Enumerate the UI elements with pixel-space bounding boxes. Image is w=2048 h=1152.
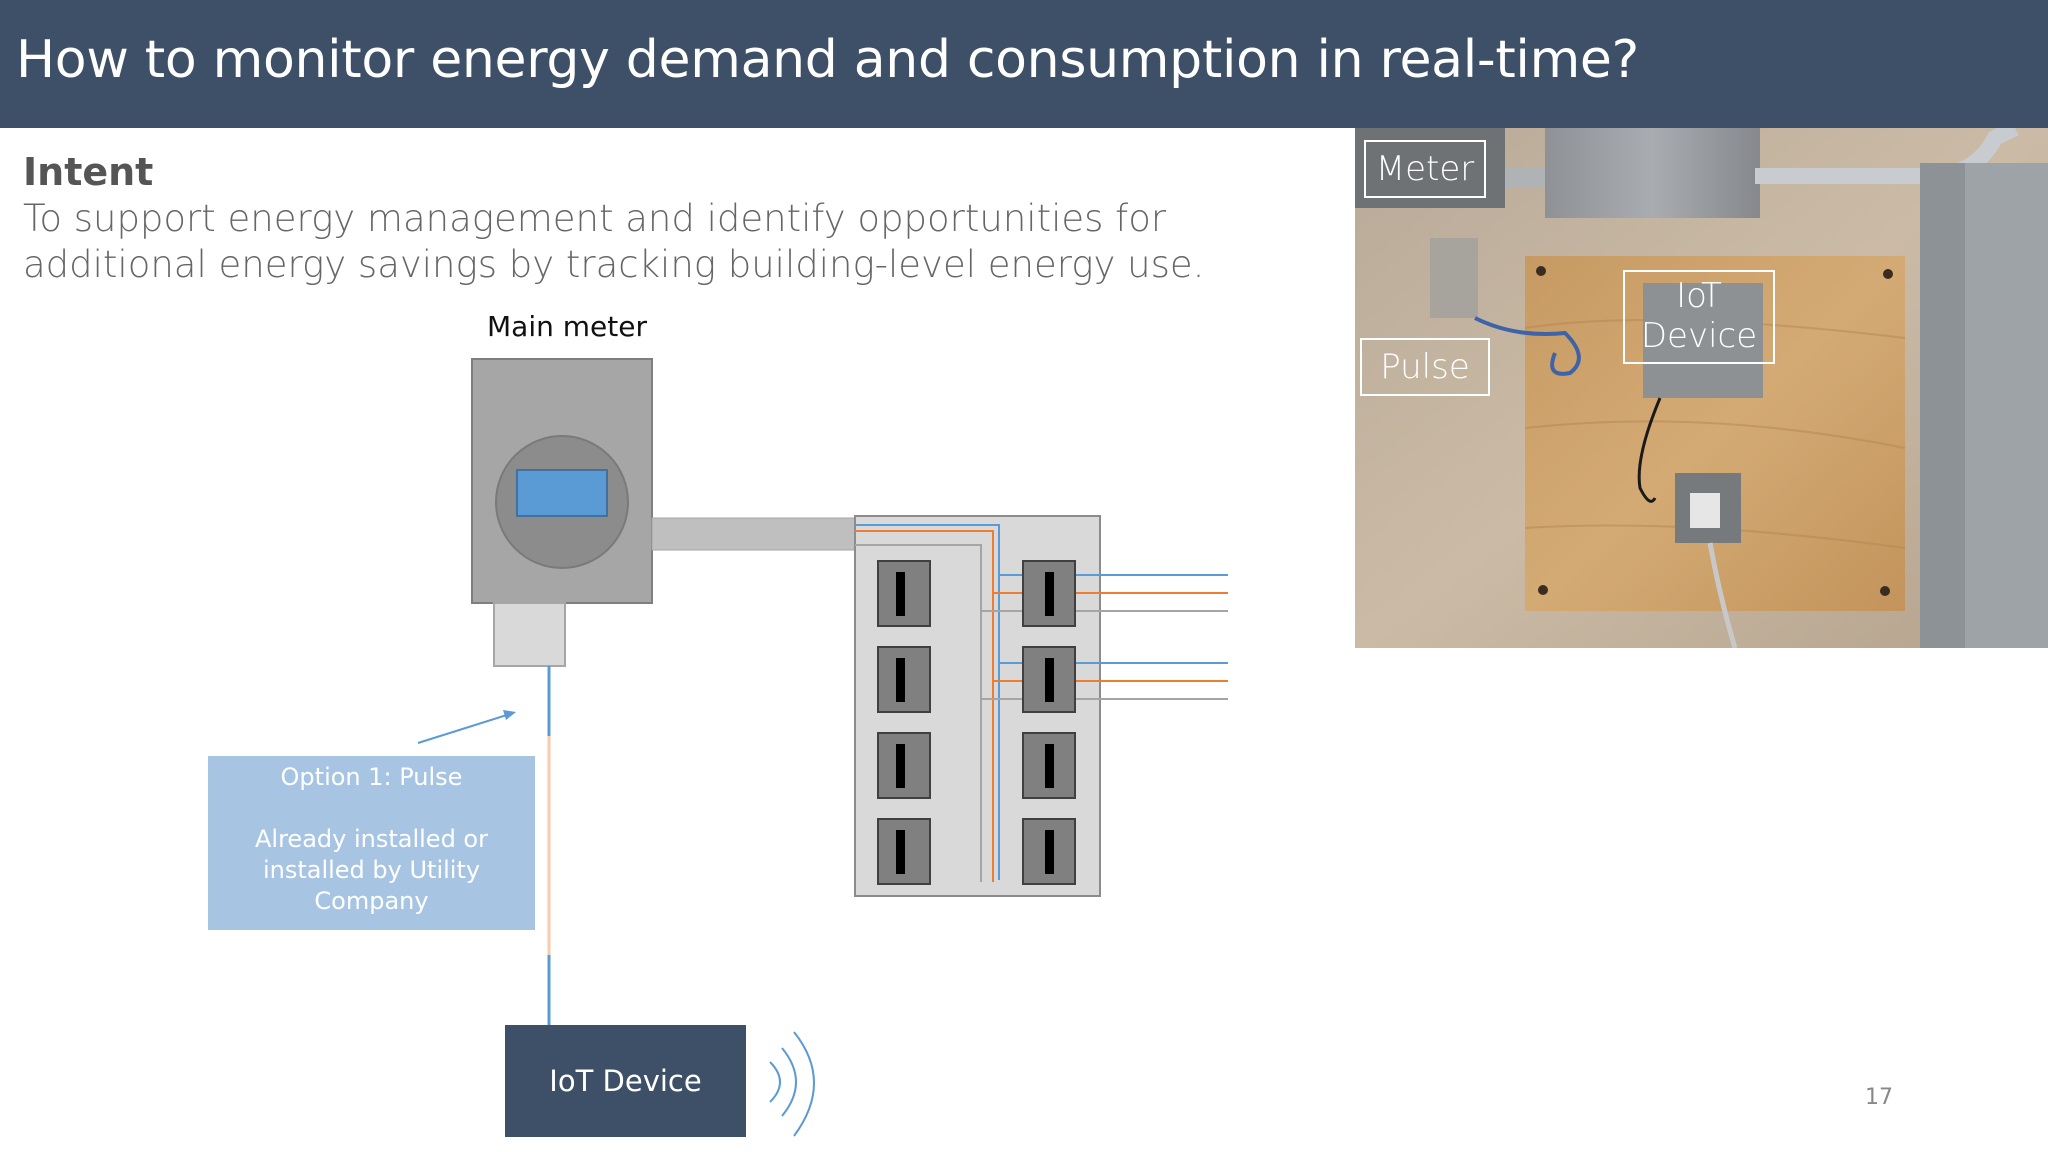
intent-heading: Intent xyxy=(23,150,154,194)
photo-label-iot-line2: Device xyxy=(1640,316,1758,356)
panel-wire-gray xyxy=(855,544,982,882)
photo-label-iot-device: IoT Device xyxy=(1623,270,1775,364)
intent-body: To support energy management and identif… xyxy=(23,197,1205,286)
installation-photo: Meter IoT Device Pulse xyxy=(1355,128,2048,648)
slide-header: How to monitor energy demand and consump… xyxy=(0,0,2048,128)
page-number: 17 xyxy=(1865,1085,1893,1110)
pulse-option-callout: Option 1: Pulse Already installed or ins… xyxy=(208,756,535,930)
callout-arrowhead xyxy=(503,710,516,720)
slide-title: How to monitor energy demand and consump… xyxy=(16,30,1639,90)
panel-wire-orange xyxy=(855,530,994,882)
breakers-left xyxy=(877,560,931,885)
photo-label-iot-line1: IoT xyxy=(1676,276,1722,316)
photo-illustration xyxy=(1355,128,2048,648)
iot-device-label: IoT Device xyxy=(549,1064,702,1098)
photo-label-meter: Meter xyxy=(1364,140,1486,198)
main-meter-label: Main meter xyxy=(487,310,647,343)
photo-label-pulse: Pulse xyxy=(1360,338,1490,396)
meter-display xyxy=(516,469,608,517)
callout-arrow xyxy=(417,713,511,744)
callout-description: Already installed or installed by Utilit… xyxy=(255,825,488,915)
breakers-right xyxy=(1022,560,1076,885)
wireless-signal-icon xyxy=(769,1031,815,1137)
callout-title: Option 1: Pulse xyxy=(280,763,463,791)
panel-wire-blue xyxy=(855,524,1000,880)
meter-base xyxy=(493,602,566,667)
iot-device-box: IoT Device xyxy=(505,1025,746,1137)
conduit xyxy=(651,517,856,551)
